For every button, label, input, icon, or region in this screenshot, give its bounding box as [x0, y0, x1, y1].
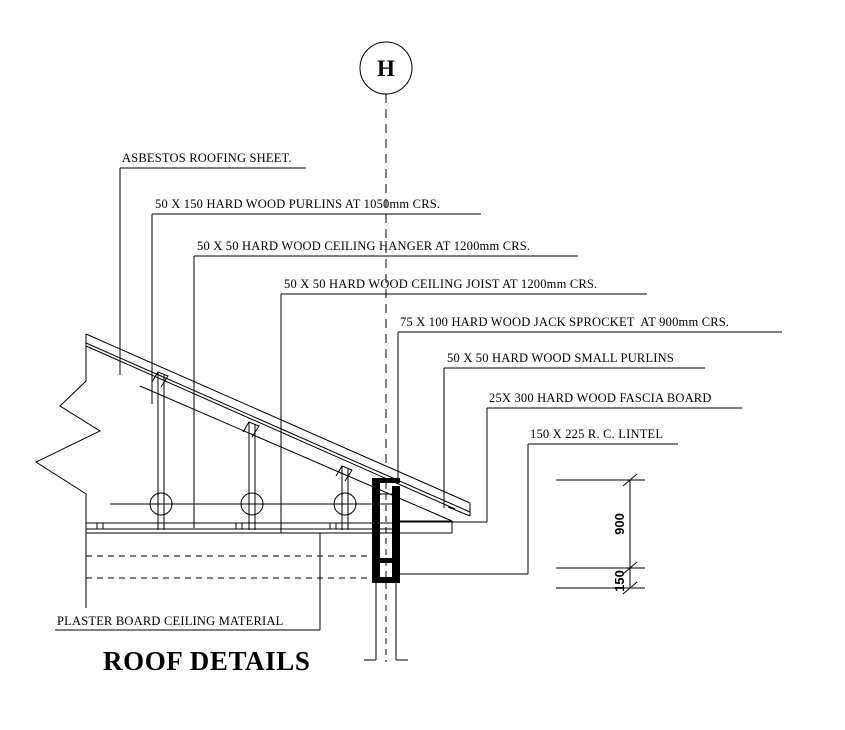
callout-label-asbestos-roofing-sheet: ASBESTOS ROOFING SHEET.: [122, 151, 292, 165]
plaster-board-region: [85, 533, 372, 608]
dimension-block: [556, 473, 645, 595]
hanger-2-bracket: [242, 421, 260, 438]
hanger-1-bracket: [151, 371, 169, 388]
dim-tick-top: [622, 473, 638, 487]
wall-below-lintel: [364, 583, 408, 662]
fascia-board-assembly: [372, 478, 400, 582]
jack-sprocket-line: [85, 345, 456, 510]
roof-assembly: [85, 333, 471, 522]
dimension-value-150: 150: [612, 570, 627, 592]
page-title: ROOF DETAILS: [103, 646, 311, 676]
dim-tick-bottom: [622, 581, 638, 595]
asbestos-sheet-bottom-line: [85, 342, 471, 513]
callout-label-hard-wood-purlins: 50 X 150 HARD WOOD PURLINS AT 1050mm CRS…: [155, 197, 440, 211]
zigzag-break-line: [34, 334, 102, 608]
fascia-board-top-cap: [372, 478, 400, 483]
callout-leaders: [55, 167, 782, 631]
grid-reference-bubble: [359, 41, 413, 468]
hanger-3-bracket: [335, 465, 353, 482]
ceiling-hangers: [149, 371, 357, 530]
callout-label-fascia-board: 25X 300 HARD WOOD FASCIA BOARD: [489, 391, 712, 405]
rafter-soffit-line: [139, 385, 453, 522]
rc-lintel-assembly: [372, 558, 400, 583]
fascia-board-left-face: [372, 478, 380, 582]
grid-bubble-label: H: [377, 56, 395, 81]
callout-label-plaster-board-ceiling: PLASTER BOARD CEILING MATERIAL: [57, 614, 283, 628]
roof-eave-end-underside: [447, 506, 471, 517]
asbestos-sheet-top-line: [85, 333, 471, 504]
fascia-board-right-face: [392, 486, 400, 582]
callout-label-ceiling-hanger: 50 X 50 HARD WOOD CEILING HANGER AT 1200…: [197, 239, 530, 253]
lintel-top-edge: [372, 558, 400, 563]
callout-label-ceiling-joist: 50 X 50 HARD WOOD CEILING JOIST AT 1200m…: [284, 277, 597, 291]
break-line-left: [34, 334, 102, 608]
lintel-bottom-edge: [372, 577, 400, 583]
ceiling-assembly: [86, 503, 453, 534]
dim-tick-mid: [622, 561, 638, 575]
callout-label-rc-lintel: 150 X 225 R. C. LINTEL: [530, 427, 663, 441]
dimension-value-900: 900: [612, 513, 627, 535]
callout-label-small-purlins: 50 X 50 HARD WOOD SMALL PURLINS: [447, 351, 674, 365]
callout-label-jack-sprocket: 75 X 100 HARD WOOD JACK SPROCKET AT 900m…: [400, 315, 729, 329]
